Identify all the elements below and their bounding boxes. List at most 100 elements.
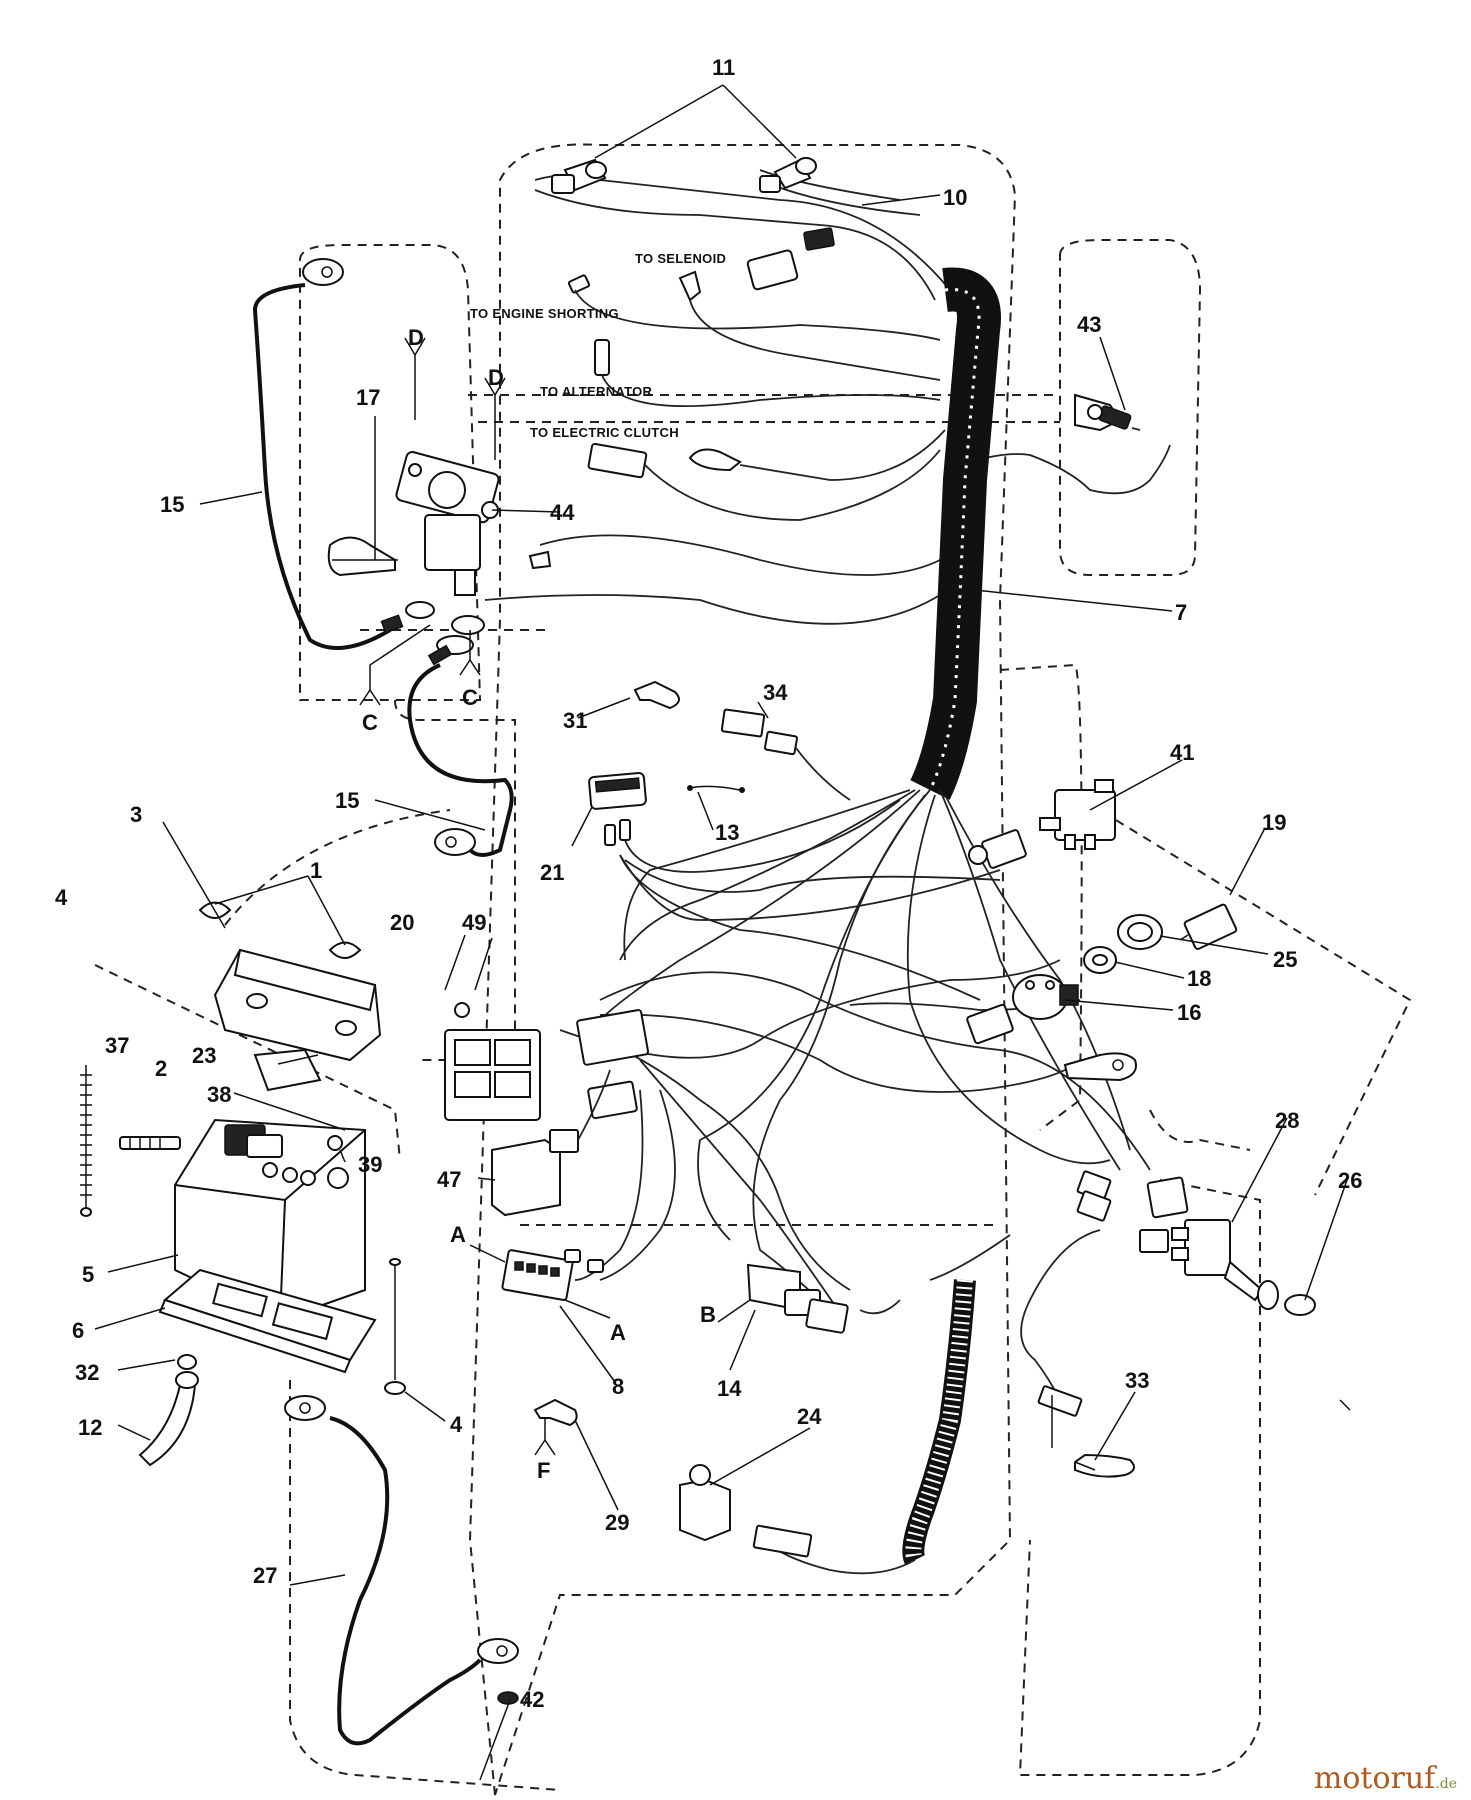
callout-17: 17 — [356, 385, 380, 410]
leader-lines — [94, 84, 1351, 1781]
callout-39: 39 — [358, 1152, 382, 1177]
watermark-tld: .de — [1435, 1776, 1457, 1792]
battery-cable-15-upper — [252, 258, 404, 650]
callout-18: 18 — [1187, 966, 1211, 991]
note-labels: TO SELENOID TO ENGINE SHORTING TO ALTERN… — [470, 251, 726, 440]
boot-17 — [327, 536, 398, 577]
connector-upper-right — [968, 829, 1027, 869]
washer-18 — [1083, 946, 1117, 974]
callout-4b: 4 — [450, 1412, 463, 1437]
callout-16: 16 — [1177, 1000, 1201, 1025]
washer-42 — [497, 1691, 519, 1705]
nut-25 — [1117, 914, 1163, 950]
connector-block-center — [576, 1009, 650, 1120]
callout-29: 29 — [605, 1510, 629, 1535]
letter-b: B — [700, 1302, 716, 1327]
battery-5 — [174, 1118, 366, 1322]
callout-27: 27 — [253, 1563, 277, 1588]
upper-harness — [484, 157, 1171, 625]
callout-4a: 4 — [55, 885, 68, 910]
callout-14: 14 — [717, 1376, 742, 1401]
callout-2: 2 — [155, 1056, 167, 1081]
component-34 — [720, 708, 851, 801]
switch-19 — [1179, 903, 1238, 950]
callout-3: 3 — [130, 802, 142, 827]
callout-15b: 15 — [335, 788, 359, 813]
battery-cable-15-lower — [407, 635, 514, 857]
connector-8 — [469, 1244, 611, 1319]
ring-26 — [1284, 1294, 1316, 1316]
note-to-selenoid: TO SELENOID — [635, 251, 726, 266]
note-to-alternator: TO ALTERNATOR — [540, 384, 653, 399]
callout-7: 7 — [1175, 600, 1187, 625]
ground-cable-27 — [284, 1395, 519, 1746]
callout-8: 8 — [612, 1374, 624, 1399]
callout-38: 38 — [207, 1082, 231, 1107]
callout-6: 6 — [72, 1318, 84, 1343]
note-to-engine-shorting: TO ENGINE SHORTING — [470, 306, 619, 321]
battery-tray-6 — [158, 1268, 377, 1374]
toggle-switch-28 — [1076, 1170, 1279, 1310]
letter-f: F — [537, 1458, 550, 1483]
callout-5: 5 — [82, 1262, 94, 1287]
tractor-outline — [94, 143, 1412, 1796]
callout-24: 24 — [797, 1404, 822, 1429]
letter-d1: D — [408, 325, 424, 350]
switch-16 — [1012, 974, 1079, 1020]
component-43 — [1074, 393, 1141, 432]
callout-42: 42 — [520, 1687, 544, 1712]
callout-1: 1 — [310, 858, 322, 883]
solenoid-24 — [679, 1464, 813, 1558]
callout-20: 20 — [390, 910, 414, 935]
callout-23: 23 — [192, 1043, 216, 1068]
callout-28: 28 — [1275, 1108, 1299, 1133]
solenoid-44 — [395, 451, 500, 635]
wing-nut-1 — [198, 901, 362, 960]
harness-coil-7 — [910, 267, 1001, 800]
component-13 — [687, 785, 745, 793]
callout-44: 44 — [550, 500, 575, 525]
module-47 — [491, 1069, 611, 1217]
callout-34: 34 — [763, 680, 788, 705]
rod-37 — [80, 1065, 92, 1217]
relay-41 — [1039, 779, 1116, 850]
letter-a1: A — [450, 1222, 466, 1247]
callout-labels: 11 10 43 17 15 44 7 31 34 41 15 3 13 21 … — [55, 55, 1362, 1712]
lower-harness — [559, 789, 1151, 1401]
switch-21 — [588, 772, 901, 873]
callout-31: 31 — [563, 708, 587, 733]
tube-12-32 — [138, 1354, 199, 1467]
letter-c2: C — [462, 685, 478, 710]
connection-letter-labels: D D C C A A B F — [362, 325, 716, 1483]
callout-32: 32 — [75, 1360, 99, 1385]
watermark-logo: motoruf.de — [1314, 1761, 1457, 1796]
callout-13: 13 — [715, 820, 739, 845]
letter-a2: A — [610, 1320, 626, 1345]
component-31 — [633, 680, 680, 710]
fuse-block-20 — [444, 1002, 541, 1121]
watermark-brand: motoruf — [1313, 1761, 1436, 1796]
pad-23 — [253, 1048, 322, 1092]
battery-terminal-hardware — [119, 1134, 343, 1158]
bolt-4 — [384, 1258, 406, 1395]
callout-25: 25 — [1273, 947, 1297, 972]
callout-41: 41 — [1170, 740, 1194, 765]
callout-37: 37 — [105, 1033, 129, 1058]
connection-symbols — [359, 337, 556, 1456]
callout-11: 11 — [712, 55, 735, 80]
switch-14 — [717, 1263, 849, 1334]
callout-47: 47 — [437, 1167, 461, 1192]
letter-d2: D — [488, 365, 504, 390]
callout-43: 43 — [1077, 312, 1101, 337]
callout-12: 12 — [78, 1415, 102, 1440]
bracket-29 — [533, 1398, 578, 1440]
battery-hold-down-3 — [213, 948, 382, 1062]
callout-10: 10 — [943, 185, 967, 210]
harness-coil-lower — [769, 1279, 976, 1575]
callout-21: 21 — [540, 860, 564, 885]
harness-connector-center — [966, 1003, 1137, 1082]
callout-15a: 15 — [160, 492, 184, 517]
callout-26: 26 — [1338, 1168, 1362, 1193]
note-to-electric-clutch: TO ELECTRIC CLUTCH — [530, 425, 679, 440]
